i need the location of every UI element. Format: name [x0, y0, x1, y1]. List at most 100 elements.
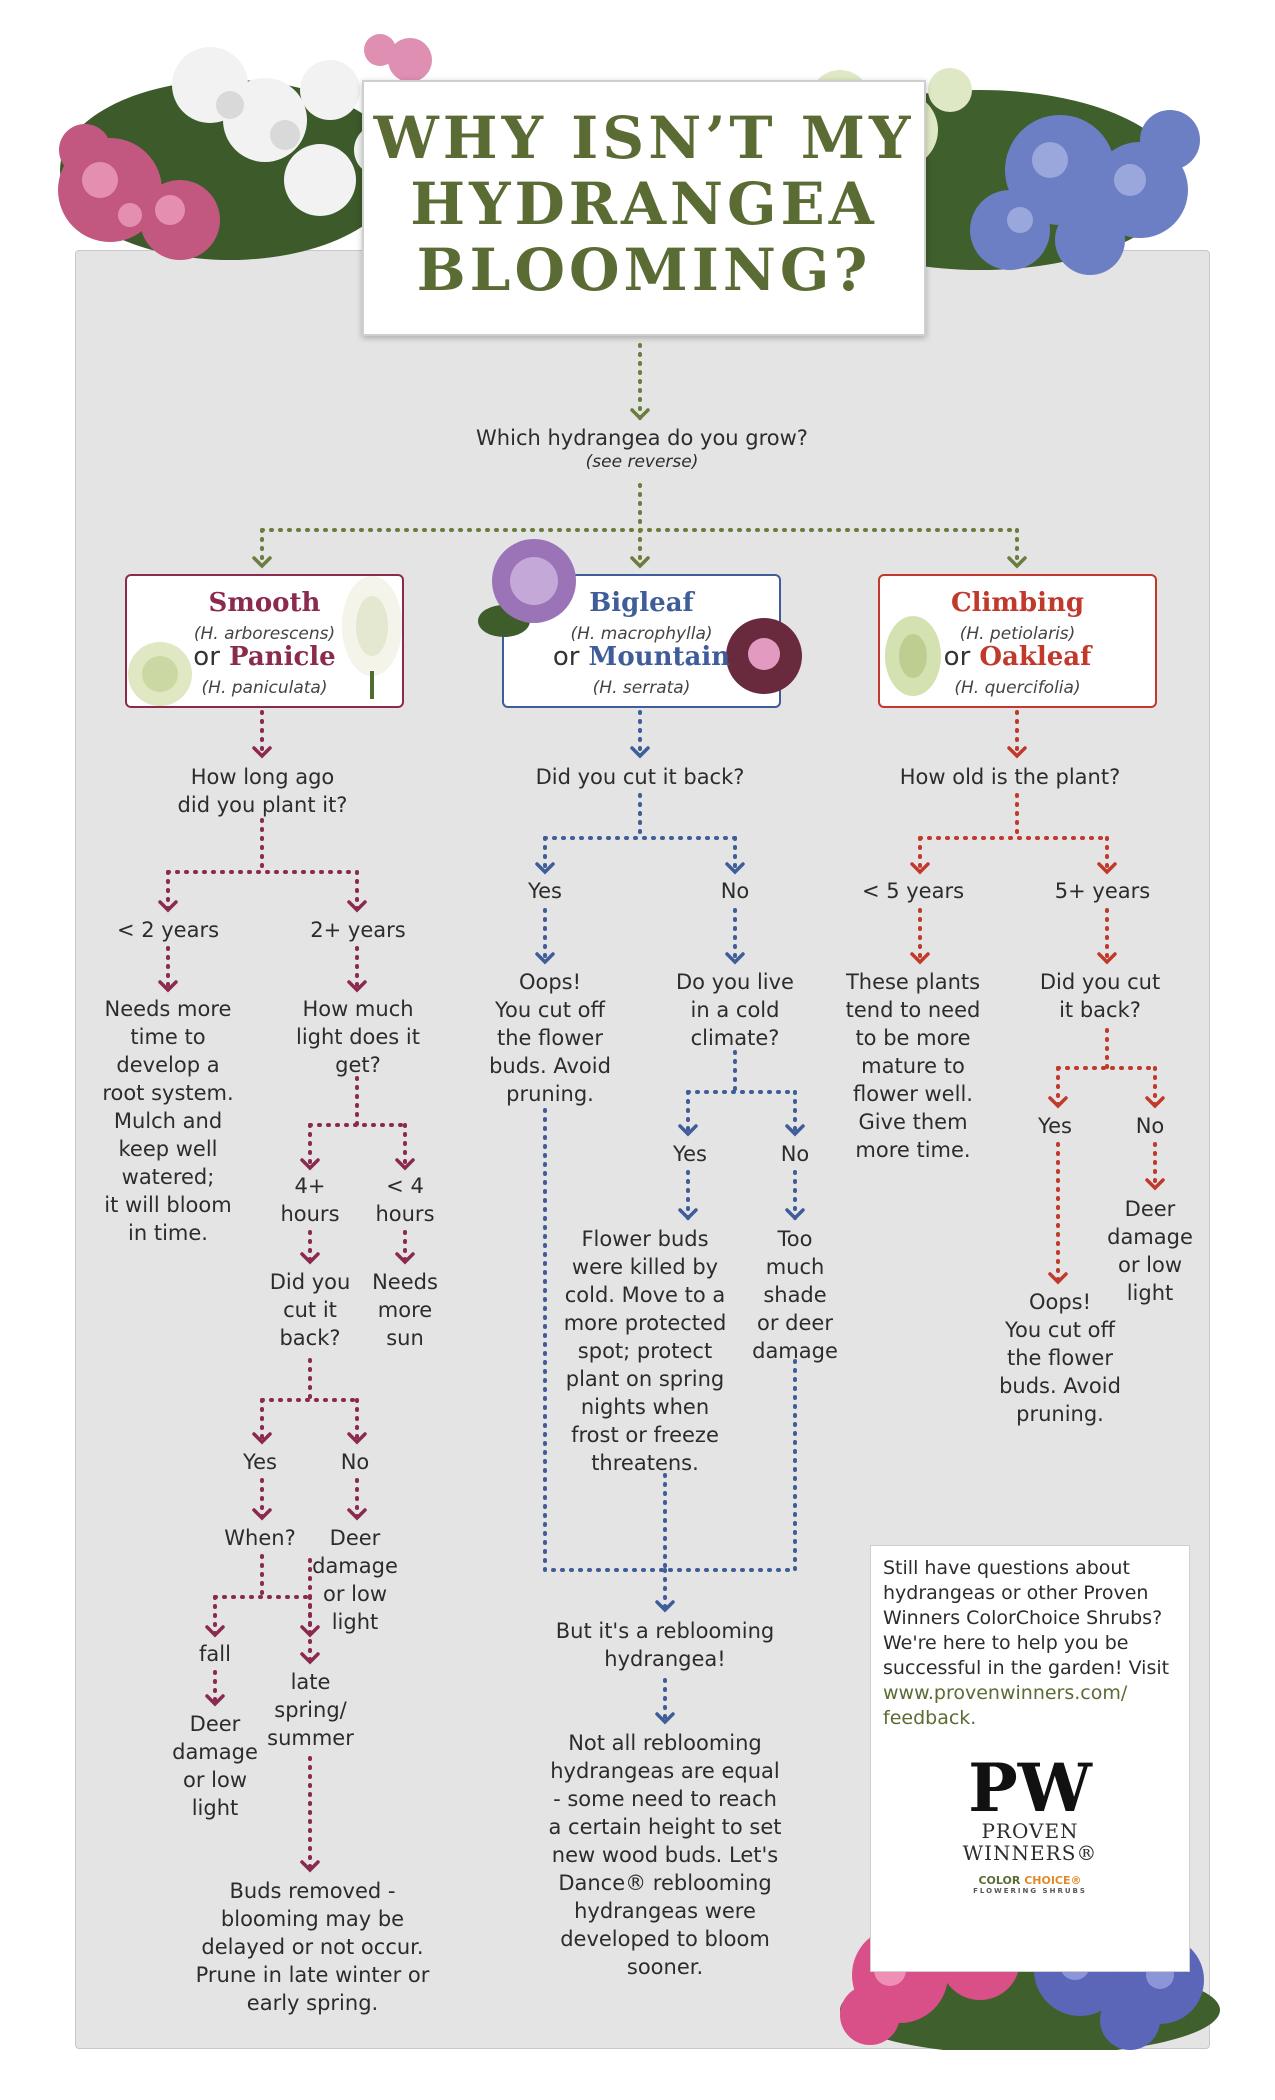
- climbing-or: or: [943, 642, 971, 672]
- card-bigleaf-mountain[interactable]: Bigleaf (H. macrophylla) or Mountain (H.…: [478, 539, 802, 708]
- climbing-lt5: < 5 years: [861, 879, 965, 903]
- arrow-61: [725, 862, 745, 875]
- smooth-light-question-line-2: light does it: [295, 1025, 420, 1049]
- arrow-69: [678, 1124, 698, 1137]
- smooth-name: Smooth: [208, 588, 321, 618]
- climbing-deer-line-3: or low: [1117, 1253, 1182, 1277]
- smooth-late-spring-line-1: late: [290, 1670, 331, 1694]
- bigleaf-killed-by-cold-line-1: Flower buds: [581, 1227, 709, 1251]
- climbing-mature-line-3: to be more: [855, 1026, 971, 1050]
- climbing-oops-line-2: You cut off: [1005, 1318, 1115, 1342]
- help-link[interactable]: www.provenwinners.com/feedback.: [883, 1681, 1183, 1731]
- arrow-91: [910, 952, 930, 965]
- arrow-39: [252, 1508, 272, 1521]
- arrow-15: [158, 900, 178, 913]
- help-text-line-5: successful in the garden! Visit: [883, 1657, 1170, 1679]
- colorchoice-logo: COLOR CHOICE® FLOWERING SHRUBS: [871, 1874, 1189, 1895]
- climbing-mature-line-1: These plants: [845, 970, 981, 994]
- arrow-81: [655, 1712, 675, 1725]
- climbing-gt5: 5+ years: [1054, 879, 1151, 903]
- title-box: WHY ISN’T MY HYDRANGEA BLOOMING?: [362, 80, 926, 336]
- smooth-plant-question-l2: did you plant it?: [177, 793, 348, 817]
- arrow-45: [205, 1625, 225, 1638]
- bigleaf-killed-by-cold-line-8: frost or freeze: [571, 1423, 719, 1447]
- climbing-no: No: [1135, 1114, 1165, 1138]
- smooth-lt4-hours-line-1: < 4: [386, 1174, 424, 1198]
- bigleaf-killed-by-cold-line-6: plant on spring: [565, 1367, 725, 1391]
- bigleaf-sci: (H. macrophylla): [570, 624, 713, 644]
- arrow-87: [910, 862, 930, 875]
- bigleaf-oops-line-3: the flower: [497, 1026, 603, 1050]
- root-question-text: Which hydrangea do you grow?: [476, 426, 808, 450]
- arrow-19: [158, 980, 178, 993]
- smooth-gt2: 2+ years: [310, 918, 406, 942]
- smooth-lt2-answer-line-3: develop a: [116, 1053, 220, 1077]
- smooth-cut-question-line-2: cut it: [283, 1298, 337, 1322]
- arrow-83: [1007, 746, 1027, 759]
- bigleaf-killed-by-cold-line-4: more protected: [563, 1311, 727, 1335]
- bigleaf-not-all-reblooming-line-4: a certain height to set: [548, 1815, 782, 1839]
- smooth-deer-1-line-2: damage: [312, 1554, 398, 1578]
- smooth-more-sun-line-2: more: [377, 1298, 433, 1322]
- bigleaf-not-all-reblooming-line-8: developed to bloom: [560, 1927, 770, 1951]
- smooth-fall: fall: [199, 1642, 231, 1666]
- bigleaf-killed-by-cold-line-7: nights when: [580, 1395, 710, 1419]
- smooth-cut-question-line-1: Did you: [269, 1270, 351, 1294]
- smooth-buds-removed-line-4: Prune in late winter or: [195, 1963, 430, 1987]
- bigleaf-name: Bigleaf: [589, 588, 694, 618]
- climbing-oops-line-4: buds. Avoid: [999, 1374, 1121, 1398]
- smooth-sci: (H. arborescens): [193, 624, 336, 644]
- smooth-late-spring-line-2: spring/: [274, 1698, 347, 1722]
- climbing-mature-line-6: Give them: [858, 1110, 968, 1134]
- root-note: (see reverse): [585, 452, 699, 472]
- arrow-59: [535, 862, 555, 875]
- bigleaf-killed-by-cold-line-9: threatens.: [591, 1451, 699, 1475]
- card-smooth-panicle[interactable]: Smooth (H. arborescens) or Panicle (H. p…: [125, 574, 404, 708]
- logo-line-2: WINNERS®: [962, 1841, 1098, 1865]
- arrow-37: [347, 1432, 367, 1445]
- smooth-4plus-hours-line-1: 4+: [294, 1174, 326, 1198]
- bigleaf-too-much-shade-line-2: much: [765, 1255, 825, 1279]
- smooth-more-sun-line-1: Needs: [372, 1270, 438, 1294]
- climbing-cut-question-line-2: it back?: [1059, 998, 1141, 1022]
- bigleaf-not-all-reblooming-line-7: hydrangeas were: [574, 1899, 756, 1923]
- logo-line-1: PROVEN: [981, 1819, 1079, 1843]
- climbing-name: Climbing: [950, 588, 1085, 618]
- climbing-mature-line-4: mature to: [861, 1054, 965, 1078]
- smooth-light-question-line-1: How much: [302, 997, 414, 1021]
- mountain-name: Mountain: [588, 642, 731, 672]
- smooth-lt2-answer-line-6: keep well: [118, 1137, 218, 1161]
- proven-winners-logo: PW PROVEN WINNERS® COLOR CHOICE® FLOWERI…: [871, 1755, 1189, 1895]
- bigleaf-reblooming-line-2: hydrangea!: [604, 1647, 726, 1671]
- smooth-deer-1-line-3: or low: [322, 1582, 387, 1606]
- panicle-flower-image: [342, 576, 402, 699]
- climbing-oops-line-5: pruning.: [1016, 1402, 1104, 1426]
- arrow-31: [395, 1252, 415, 1265]
- smooth-4plus-hours: 4+hours: [270, 1172, 350, 1228]
- smooth-plant-question-l1: How long ago: [190, 765, 335, 789]
- bigleaf-oops-line-4: buds. Avoid: [489, 1054, 611, 1078]
- arrow-103: [1048, 1272, 1068, 1285]
- arrow-11: [252, 746, 272, 759]
- smooth-lt2-answer-line-7: watered;: [121, 1165, 215, 1189]
- title-line-1: WHY ISN’T MY: [373, 104, 915, 172]
- card-climbing-oakleaf[interactable]: Climbing (H. petiolaris) or Oakleaf (H. …: [878, 574, 1157, 708]
- bigleaf-too-much-shade-line-5: damage: [752, 1339, 838, 1363]
- bigleaf-reblooming-line-1: But it's a reblooming: [555, 1619, 775, 1643]
- bigleaf-cold-question-line-3: climate?: [690, 1026, 780, 1050]
- smooth-lt2-answer-line-9: in time.: [128, 1221, 208, 1245]
